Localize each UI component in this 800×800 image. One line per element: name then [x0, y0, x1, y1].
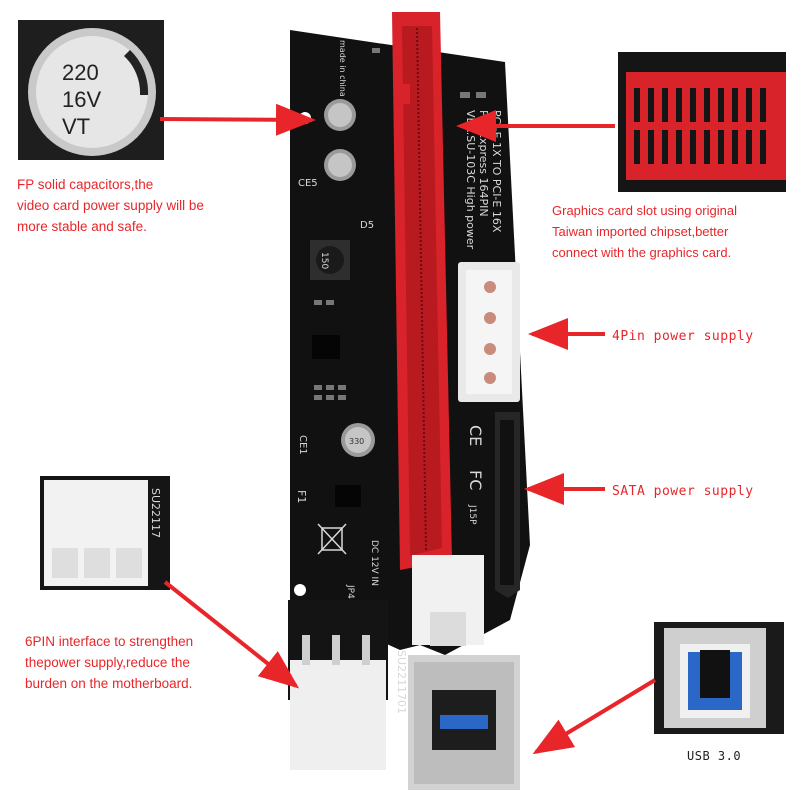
board-6pin-header [290, 555, 484, 770]
usb-caption: USB 3.0 [687, 749, 742, 763]
capacitor-inset: 220 16V VT [18, 20, 164, 160]
usb-inset [654, 622, 784, 734]
board-d5: D5 [360, 220, 374, 231]
arrow-usb [532, 678, 657, 755]
pcie-slot [392, 12, 452, 570]
board-ce-mark: CE [466, 425, 485, 446]
slot-caption-line3: connect with the graphics card. [552, 245, 732, 260]
slot-caption-line2: Taiwan imported chipset,better [552, 224, 729, 239]
sata-caption: SATA power supply [612, 484, 754, 499]
sata-connector [495, 412, 520, 598]
cap-inset-16v: 16V [62, 87, 101, 112]
arrow-capacitor [159, 103, 316, 136]
board-cap-330: 330 [349, 437, 364, 446]
slot-caption-line1: Graphics card slot using original [552, 203, 737, 218]
cap-inset-220: 220 [62, 60, 99, 85]
slot-caption: Graphics card slot using original Taiwan… [552, 200, 737, 263]
board-j15p: J15P [467, 504, 477, 525]
cap-inset-vt: VT [62, 114, 90, 139]
four-pin-caption: 4Pin power supply [612, 329, 754, 344]
six-pin-caption-line2: thepower supply,reduce the [25, 655, 190, 670]
board-usb-port [408, 655, 520, 790]
board-ce1: CE1 [297, 435, 308, 455]
board-inductor: 150 [319, 252, 329, 269]
board-version: VER.SU-103C High power [464, 110, 477, 250]
board-dc12v: DC 12V IN [369, 540, 379, 586]
board-f1: F1 [295, 490, 308, 503]
molex-connector [458, 262, 520, 402]
slot-inset [618, 52, 786, 192]
board-ce5: CE5 [298, 178, 318, 189]
board-made-in: made in china [338, 40, 347, 97]
board-jp4: JP4 [345, 584, 355, 599]
capacitor-caption-line1: FP solid capacitors,the [17, 177, 154, 192]
callout-arrows [159, 103, 657, 755]
board-serial: SU2211701 [395, 650, 408, 714]
capacitor-caption: FP solid capacitors,the video card power… [17, 174, 204, 237]
six-pin-inset: SU22117 [40, 476, 170, 590]
arrow-6pin [163, 580, 300, 689]
capacitor-caption-line3: more stable and safe. [17, 219, 147, 234]
board-title-line1: PCI-E 1X TO PCI-E 16X [490, 110, 503, 233]
six-pin-caption: 6PIN interface to strengthen thepower su… [25, 631, 193, 694]
board-capacitors [310, 99, 375, 507]
board-fc-mark: FC [466, 470, 485, 490]
inset-serial: SU22117 [149, 488, 162, 538]
capacitor-caption-line2: video card power supply will be [17, 198, 204, 213]
weee-icon [317, 523, 347, 555]
six-pin-caption-line3: burden on the motherboard. [25, 676, 193, 691]
six-pin-caption-line1: 6PIN interface to strengthen [25, 634, 194, 649]
